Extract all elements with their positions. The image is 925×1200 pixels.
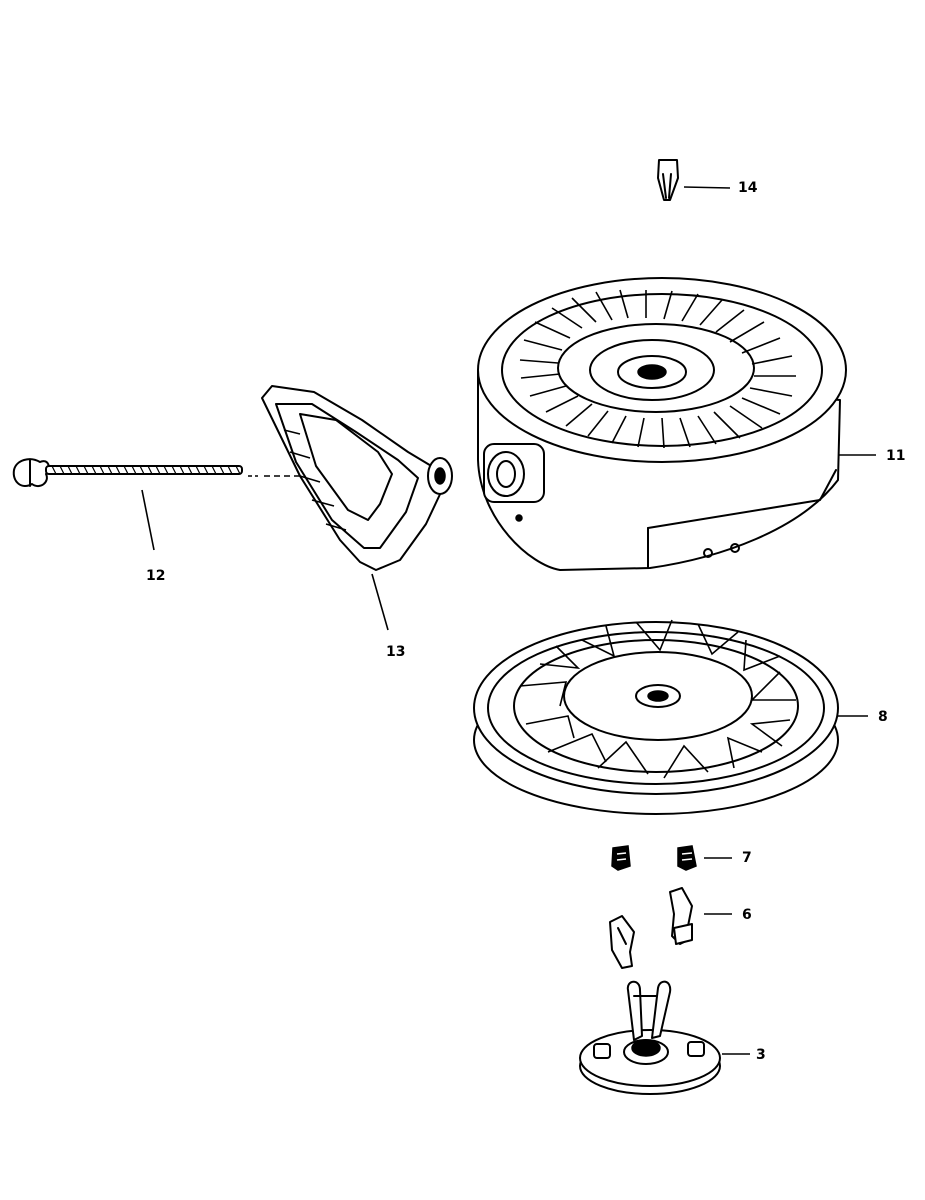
part-3-retainer [579,980,721,1095]
callout-14: 14 [738,180,758,196]
leader-13 [371,573,389,631]
part-11-starter-housing [477,277,847,571]
part-13-starter-handle [261,385,453,571]
callout-6: 6 [742,907,752,923]
leader-14 [683,186,731,189]
callout-12: 12 [146,568,165,584]
leader-12 [141,489,155,551]
part-8-rope-pulley [473,619,839,815]
callout-13: 13 [386,644,405,660]
part-6-pawls [609,887,693,969]
callout-7: 7 [742,850,752,866]
part-14-pin [657,159,679,201]
callout-8: 8 [878,709,888,725]
part-7-springs [611,845,697,871]
callout-11: 11 [886,448,905,464]
callout-3: 3 [756,1047,766,1063]
